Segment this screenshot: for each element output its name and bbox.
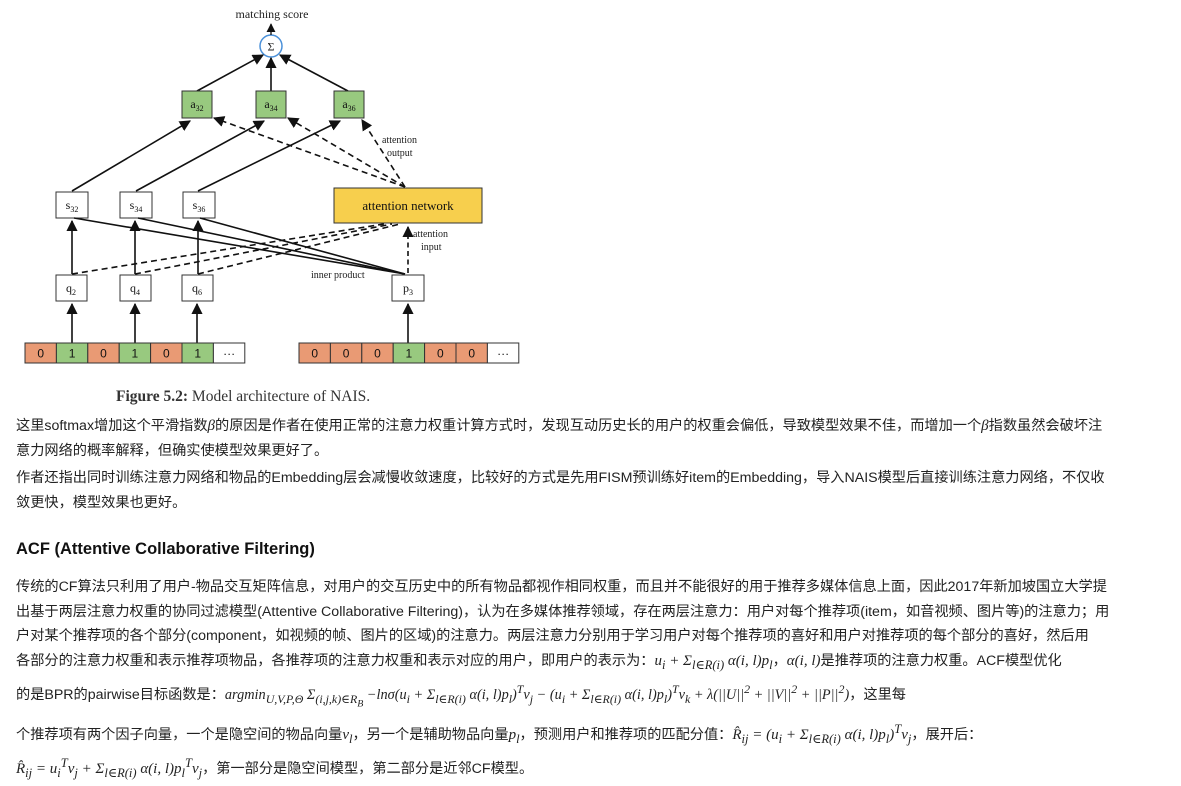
item-embedding-node-q4: q4 [119,274,152,302]
svg-text:1: 1 [69,347,76,361]
para3-line3: 户对某个推荐项的各个部分(component，如视频的帧、图片的区域)的注意力。… [16,628,1089,644]
pl-symbol: pl [508,726,520,746]
beta-symbol-2: β [981,418,989,434]
para1-text-a: 这里softmax增加这个平滑指数 [16,418,208,434]
para3-line5-b: ，这里每 [849,686,906,703]
attention-input-label-2: input [421,242,442,253]
svg-text:1: 1 [194,347,201,361]
para2-line1: 作者还指出同时训练注意力网络和物品的Embedding层会减慢收敛速度，比较好的… [16,470,1105,486]
left-vector-cell-6: ··· [212,342,246,364]
svg-text:0: 0 [343,347,350,361]
matching-score-label: matching score [236,7,309,21]
para3-line6-d: ，展开后： [911,726,983,743]
right-vector-cell-1: 0 [329,342,363,364]
svg-text:0: 0 [374,347,381,361]
para3-line4-c: 是推荐项的注意力权重。ACF模型优化 [820,652,1062,669]
svg-text:1: 1 [132,347,139,361]
alpha-formula: α(i, l) [786,652,821,669]
match-score-formula: R̂ij = (ui + Σl∈R(i) α(i, l)pl)Tvj [732,721,912,746]
left-vector-cell-1: 1 [55,342,89,364]
para3-line7-b: ，第一部分是隐空间模型，第二部分是近邻CF模型。 [202,761,534,777]
svg-text:p3: p3 [403,281,413,297]
inner-product-label: inner product [311,270,365,281]
para3-line5-a: 的是BPR的pairwise目标函数是： [16,686,225,703]
svg-text:a34: a34 [264,97,277,113]
sum-symbol: Σ [268,40,275,54]
svg-text:···: ··· [497,347,509,361]
attention-output-label-1: attention [382,135,417,146]
right-vector-cell-3: 1 [392,342,426,364]
paragraph-acf: 传统的CF算法只利用了用户-物品交互矩阵信息，对用户的交互历史中的所有物品都视作… [16,575,1168,786]
attention-output-label-2: output [387,148,413,159]
bpr-objective-formula: argminU,V,P,Θ Σ(i,j,k)∈RB −lnσ(ui + Σl∈R… [224,682,850,709]
attention-weight-node-a36: a36 [333,90,365,119]
attention-weight-node-a34: a34 [255,90,287,119]
para3-line6-b: ，另一个是辅助物品向量 [352,726,509,743]
para3-line1: 传统的CF算法只利用了用户-物品交互矩阵信息，对用户的交互历史中的所有物品都视作… [16,579,1107,595]
left-vector-cell-5: 1 [181,342,214,364]
model-architecture-figure: matching score Σ a32 a34 a36 attention o… [24,7,520,364]
similarity-node-s32: s32 [55,191,89,219]
svg-text:1: 1 [406,347,413,361]
left-vector-cell-3: 1 [118,342,152,364]
para2-line2: 敛更快，模型效果也更好。 [16,494,187,511]
svg-text:s34: s34 [130,198,143,214]
svg-text:s32: s32 [66,198,79,214]
figure-caption-label: Figure 5.2: [116,388,189,405]
figure-caption-text: Model architecture of NAIS. [188,388,371,405]
svg-text:0: 0 [468,347,475,361]
item-embedding-node-q2: q2 [55,274,88,302]
para3-line4-a: 各部分的注意力权重和表示推荐项物品，各推荐项的注意力权重和表示对应的用户，即用户… [16,652,655,669]
para3-line6-c: ，预测用户和推荐项的匹配分值： [519,726,733,743]
right-vector-cell-0: 0 [298,342,331,364]
similarity-node-s34: s34 [119,191,153,219]
similarity-node-s36: s36 [182,191,216,219]
target-item-vector: 0 0 0 1 0 0 ··· [298,342,520,364]
svg-text:s36: s36 [193,198,206,214]
target-item-node-p3: p3 [391,274,425,302]
svg-text:q2: q2 [66,281,76,297]
paragraph-training: 作者还指出同时训练注意力网络和物品的Embedding层会减慢收敛速度，比较好的… [16,466,1168,515]
svg-text:···: ··· [223,347,235,361]
beta-symbol: β [207,418,216,434]
figure-caption: Figure 5.2: Model architecture of NAIS. [116,388,370,406]
left-vector-cell-2: 0 [87,342,120,364]
svg-text:a32: a32 [190,97,203,113]
svg-text:0: 0 [37,347,44,361]
svg-text:q4: q4 [130,281,140,297]
svg-text:0: 0 [100,347,107,361]
attention-network-box: attention network [333,187,483,224]
user-history-vector: 0 1 0 1 0 1 ··· [24,342,246,364]
svg-text:0: 0 [437,347,444,361]
section-heading-acf: ACF (Attentive Collaborative Filtering) [16,540,315,558]
para3-line6-a: 个推荐项有两个因子向量，一个是隐空间的物品向量 [16,726,343,743]
para1-text-b: 的原因是作者在使用正常的注意力权重计算方式时，发现互动历史长的用户的权重会偏低，… [215,418,982,434]
left-vector-cell-4: 0 [150,342,183,364]
svg-text:a36: a36 [342,97,355,113]
svg-text:0: 0 [311,347,318,361]
svg-text:q6: q6 [192,281,202,297]
right-vector-cell-2: 0 [361,342,394,364]
expanded-score-formula: R̂ij = uiTvj + Σl∈R(i) α(i, l)plTvj [16,756,203,780]
para3-comma: ， [772,652,787,669]
attention-weight-node-a32: a32 [181,90,213,119]
para1-line2: 意力网络的概率解释，但确实使模型效果更好了。 [16,442,329,459]
right-vector-cell-6: ··· [486,342,520,364]
right-vector-cell-5: 0 [455,342,488,364]
item-embedding-node-q6: q6 [181,274,214,302]
svg-text:attention network: attention network [362,198,454,213]
user-representation-formula: ui + Σl∈R(i) α(i, l)pl [654,652,773,672]
attention-input-label-1: attention [413,229,448,240]
vl-symbol: vl [342,726,353,746]
left-vector-cell-0: 0 [24,342,57,364]
paragraph-softmax: 这里softmax增加这个平滑指数β的原因是作者在使用正常的注意力权重计算方式时… [16,414,1168,463]
para3-line2: 出基于两层注意力权重的协同过滤模型(Attentive Collaborativ… [16,603,1110,620]
para1-text-c: 指数虽然会破坏注 [988,418,1103,434]
svg-text:0: 0 [163,347,170,361]
right-vector-cell-4: 0 [424,342,457,364]
